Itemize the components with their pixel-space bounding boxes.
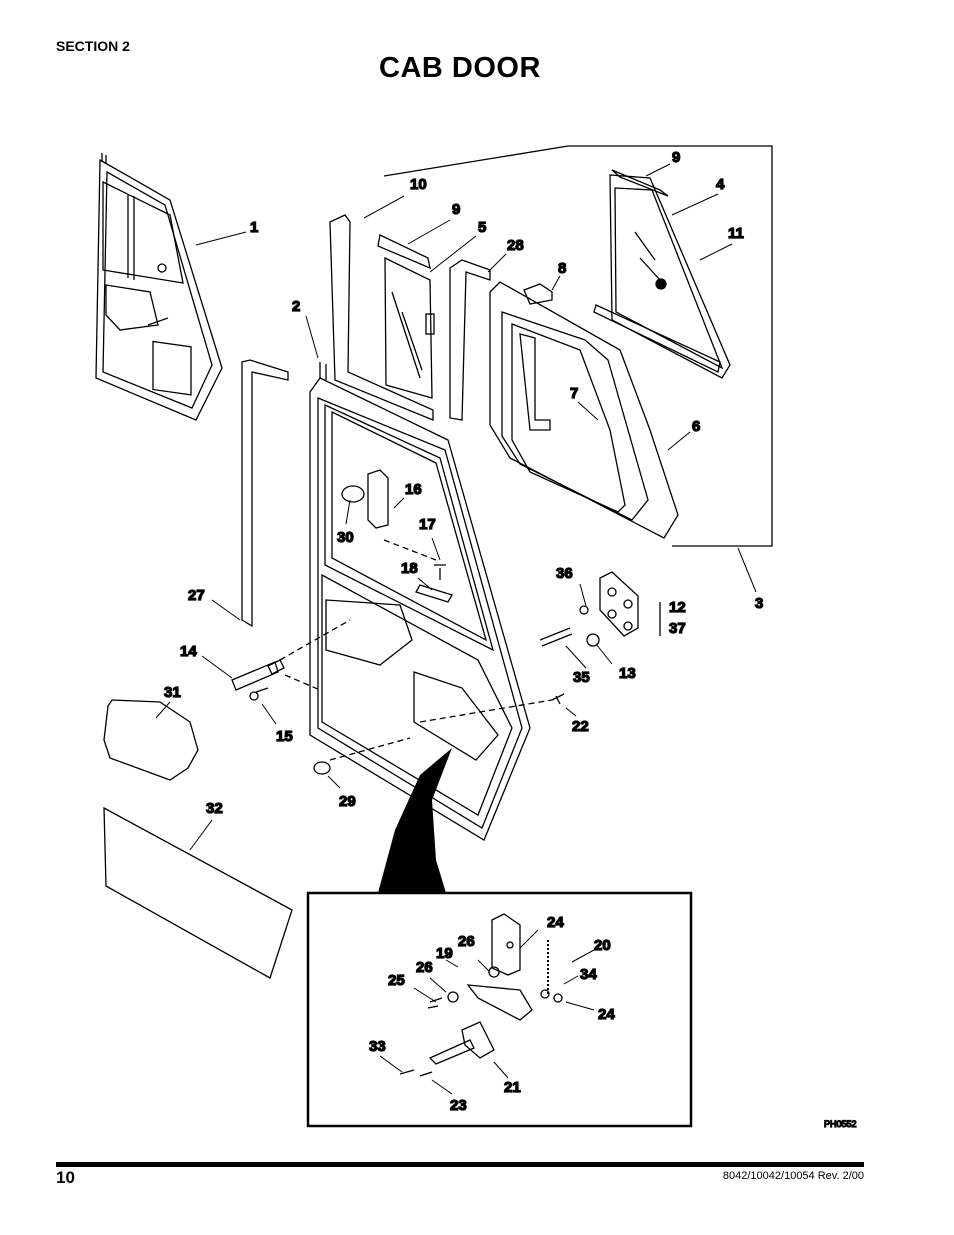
label-26-right: 26 [458,933,475,950]
label-14: 14 [180,643,197,660]
label-17: 17 [419,516,436,533]
label-22: 22 [572,718,589,735]
label-35: 35 [573,669,590,686]
label-4: 4 [716,176,725,193]
label-23: 23 [450,1097,467,1114]
label-33: 33 [369,1038,386,1055]
label-12: 12 [669,599,686,616]
section-heading: SECTION 2 [56,38,130,54]
label-5: 5 [478,219,486,236]
label-19: 19 [436,945,453,962]
label-28: 28 [507,237,524,254]
label-27: 27 [188,587,205,604]
latch-block [523,283,553,305]
plug-29 [313,761,331,775]
label-13: 13 [619,665,636,682]
page-number: 10 [56,1168,75,1187]
page-title: CAB DOOR [379,52,541,84]
arm-pad [103,699,199,781]
label-29: 29 [339,793,356,810]
label-36: 36 [556,565,573,582]
document-reference: 8042/10042/10054 Rev. 2/00 [722,1170,864,1182]
figure-code: PH0552 [824,1119,857,1129]
label-9-left: 9 [452,201,460,218]
label-6: 6 [692,418,700,435]
detail-hardware [399,913,563,1077]
label-32: 32 [206,800,223,817]
label-16: 16 [405,481,422,498]
detail-callout-wedge [378,748,452,893]
label-24-top: 24 [547,914,564,931]
latch-hardware [341,469,453,603]
weather-strip [241,359,289,628]
label-1: 1 [250,219,258,236]
label-34: 34 [580,966,597,983]
label-10: 10 [410,176,427,193]
label-15: 15 [276,728,293,745]
rear-window-frame [489,281,679,539]
label-7: 7 [570,385,578,402]
screw-22 [551,693,565,705]
door-frame [309,362,531,841]
hinge-hardware [539,571,661,647]
label-21: 21 [504,1079,521,1096]
label-26-left: 26 [416,959,433,976]
label-30: 30 [337,529,354,546]
label-25: 25 [388,972,405,989]
door-panel [103,806,293,979]
label-24-bottom: 24 [598,1006,615,1023]
label-3: 3 [755,595,763,612]
leader-lines [155,163,757,1095]
label-9-top: 9 [672,149,680,166]
label-2: 2 [292,298,300,315]
label-20: 20 [594,937,611,954]
assembly-bracket [383,145,773,547]
rear-strip [449,259,491,421]
label-8: 8 [558,260,566,277]
footer-rule [56,1162,864,1167]
label-37: 37 [669,620,686,637]
label-31: 31 [164,684,181,701]
rear-glass [593,169,731,379]
pin-hardware [231,619,351,701]
slide-window [329,214,435,421]
assembled-door [95,153,223,421]
detail-inset-box [306,891,693,1128]
label-18: 18 [401,560,418,577]
label-11: 11 [728,225,744,242]
